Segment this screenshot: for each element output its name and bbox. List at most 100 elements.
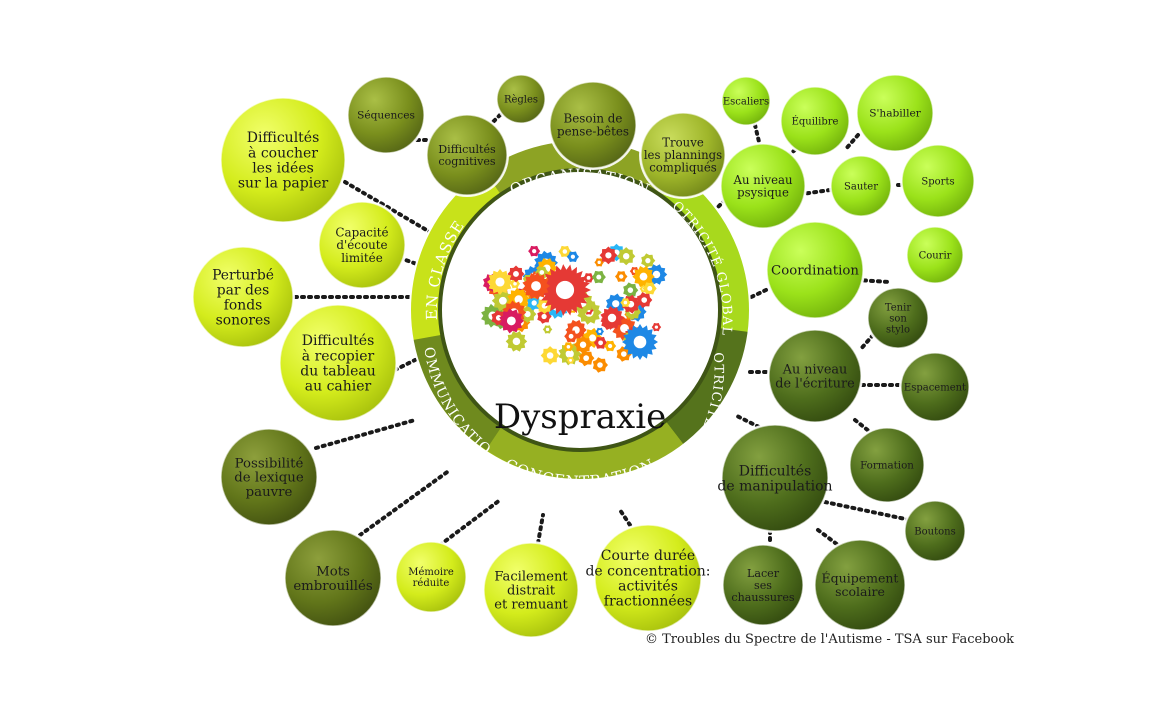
bubble-line: à recopier [302,347,375,364]
gear-hub [605,252,612,259]
gear-hub [597,362,603,368]
bubble-line: sur la papier [238,176,329,192]
gear-hub [531,281,541,291]
bubble-line: à coucher [248,144,318,161]
bubble-line: Courir [919,251,952,262]
dotted-connector [438,498,502,547]
bubble-line: de l'écriture [775,376,854,391]
gear-hub [598,340,603,346]
gear-hub [641,297,648,303]
bubble-line: sonores [216,312,271,328]
bubble-equilibre: Équilibre [779,85,851,157]
gear-hub [566,344,571,349]
gear-hub [622,253,630,260]
bubble-line: activités [618,579,678,595]
bubble-line: d'écoute [336,238,387,252]
bubble-line: Courte durée [601,548,695,564]
gear-hub [541,313,547,320]
bubble-line: Règles [504,95,538,106]
gear-hub [513,271,519,277]
dotted-connector [858,333,875,352]
bubble-label: Escaliers [723,97,769,108]
bubble-formation: Formation [848,426,926,504]
bubble-line: scolaire [835,584,885,599]
gear-hub [588,334,597,342]
bubble-line: S'habiller [869,108,922,120]
gear-hub [598,329,602,333]
bubble-line: chaussures [731,591,795,604]
dotted-connector [393,358,417,372]
bubble-boutons: Boutons [903,499,967,563]
dotted-connectors [293,108,912,547]
dotted-connector [816,528,840,547]
bubble-line: les plannings [644,148,722,162]
dotted-connector [314,418,417,450]
bubble-line: Séquences [357,110,415,122]
bubble-line: ses [754,579,772,592]
gear-hub [607,313,617,323]
bubble-line: pense-bêtes [557,125,629,139]
gear-hub [619,274,624,279]
bubble-line: embrouillés [293,579,373,594]
gear-hub [555,280,575,300]
bubble-line: distrait [507,584,556,599]
bubble-line: du tableau [300,364,376,380]
bubble-line: réduite [413,578,450,589]
gear-hub [546,352,554,359]
gear-hub [620,324,629,333]
bubble-line: Besoin de [564,112,623,126]
bubble-escaliers: Escaliers [720,75,772,127]
bubble-label: Séquences [357,110,415,122]
bubble-line: Mémoire [408,567,454,578]
bubble-line: Difficultés [438,143,496,156]
gear-hub [583,355,590,362]
gear-hub [621,351,627,357]
dotted-connector [823,500,912,522]
bubble-label: Coordination [771,264,859,279]
gear-hub [654,325,659,329]
gear-hub [579,341,587,348]
gear-hub [612,300,620,308]
gear-hub [562,249,568,254]
bubble-line: Formation [860,460,914,472]
dotted-connector [343,180,442,240]
bubble-label: Règles [504,95,538,106]
bubble-line: Au niveau [733,173,793,187]
bubble-shabiller: S'habiller [855,73,935,153]
bubble-label: Courir [919,251,952,262]
dotted-connector [853,418,872,434]
gear-hub [569,358,572,362]
dotted-connector [536,513,545,545]
gear-hub [545,327,550,332]
gear-hub [506,316,516,326]
bubble-espacement: Espacement [899,351,971,423]
gear-hub [565,349,574,358]
bubble-coordination: Coordination [765,220,865,320]
bubble-line: compliqués [649,161,717,175]
bubble-line: Mots [316,565,350,580]
bubble-line: cognitives [438,155,496,168]
bubble-line: de manipulation [717,479,832,495]
gear-hub [639,272,648,281]
label-communication: COMMUNICATION [0,0,493,459]
bubble-label: Boutons [914,527,955,538]
bubble-line: son [889,314,907,325]
